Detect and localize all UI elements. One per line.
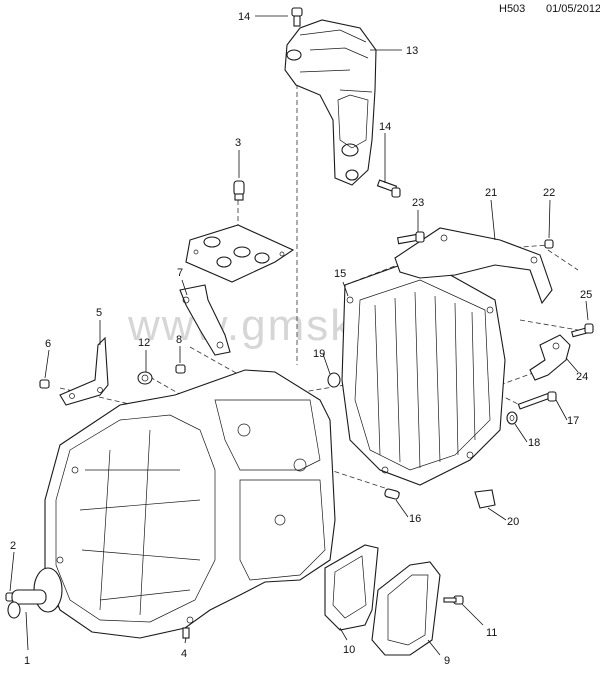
- callout-3: 3: [235, 137, 241, 149]
- part-20-plug: [474, 489, 496, 509]
- part-7-bracket: [179, 284, 231, 356]
- callout-2: 2: [10, 540, 16, 552]
- part-21-bracket: [394, 227, 553, 305]
- callout-23: 23: [412, 197, 424, 209]
- part-5-bracket: [59, 336, 109, 406]
- callout-4: 4: [181, 648, 187, 660]
- part-3-plug: [233, 180, 245, 201]
- callout-18: 18: [528, 437, 540, 449]
- part-13-mount-bracket: [284, 19, 377, 186]
- callout-6: 6: [45, 338, 51, 350]
- part-22-bolt: [544, 239, 554, 249]
- callout-11: 11: [486, 627, 497, 639]
- callout-15: 15: [334, 268, 346, 280]
- top-cover-plate: [185, 224, 295, 283]
- callout-24: 24: [576, 371, 588, 383]
- diagram-code: H503: [499, 3, 526, 15]
- part-19-plug: [327, 372, 341, 388]
- part-4-stud: [182, 627, 190, 639]
- callout-20: 20: [507, 516, 519, 528]
- part-14-bolt-bracket: [376, 179, 401, 198]
- part-16-pin: [384, 488, 400, 500]
- part-6-bolt: [39, 379, 50, 389]
- callout-14-bracket: 14: [379, 121, 391, 133]
- callout-19: 19: [313, 348, 325, 360]
- part-1-bearing-retainer: [7, 567, 63, 619]
- part-10-gasket: [324, 544, 379, 631]
- callout-1: 1: [24, 655, 30, 667]
- leader-lines: [9, 15, 589, 656]
- part-17-long-bolt: [517, 391, 557, 410]
- part-12-bushing: [137, 371, 153, 385]
- main-transmission-housing: [44, 369, 336, 639]
- callout-17: 17: [567, 415, 579, 427]
- part-9-cover: [371, 561, 441, 656]
- part-11-bolt: [443, 595, 464, 605]
- callout-22: 22: [543, 187, 555, 199]
- part-25-bolt: [571, 323, 594, 338]
- diagram-date: 01/05/2012: [546, 3, 600, 15]
- part-14-bolt-top: [291, 7, 303, 27]
- callout-13: 13: [406, 45, 418, 57]
- callout-16: 16: [409, 513, 421, 525]
- callout-10: 10: [343, 644, 355, 656]
- part-24-bracket: [529, 334, 571, 381]
- callout-9: 9: [444, 655, 450, 667]
- part-8-bolt: [175, 364, 186, 374]
- part-15-rear-housing: [341, 257, 506, 486]
- callout-labels: 14 13 14 3 7 8 12 5 6 2 1 4 10 9 11 15 1…: [10, 11, 592, 667]
- callout-25: 25: [580, 289, 592, 301]
- callout-5: 5: [96, 307, 102, 319]
- callout-7: 7: [177, 267, 183, 279]
- callout-21: 21: [485, 187, 497, 199]
- callout-8: 8: [176, 334, 182, 346]
- callout-12: 12: [138, 337, 150, 349]
- part-18-washer: [506, 411, 518, 425]
- part-23-bolt: [396, 231, 425, 245]
- callout-14-top: 14: [238, 11, 250, 23]
